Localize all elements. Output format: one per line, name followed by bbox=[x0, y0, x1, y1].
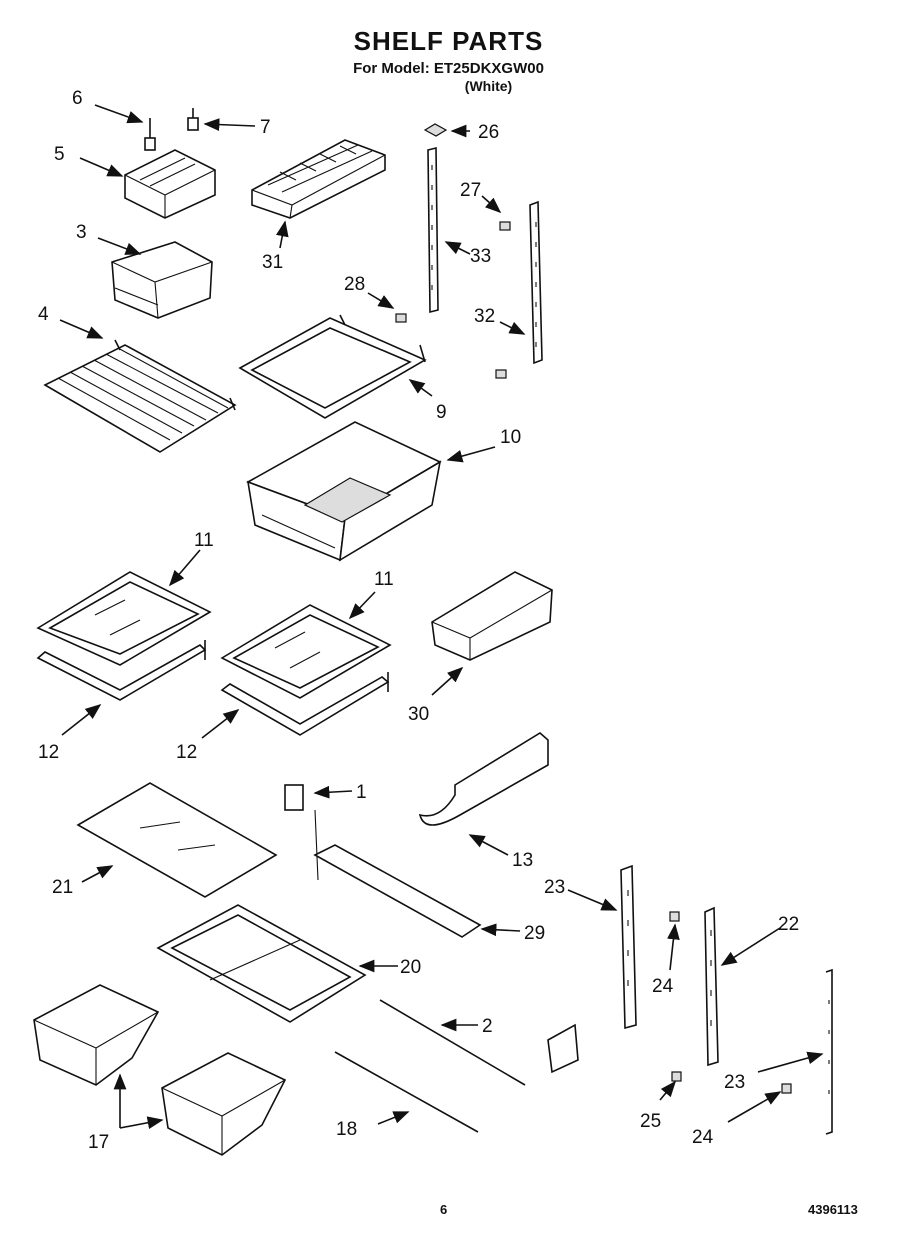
callout-21: 21 bbox=[52, 877, 73, 898]
callout-12-left: 12 bbox=[38, 742, 59, 763]
shelf-rail-part-23-lower bbox=[825, 968, 833, 1135]
callout-30: 30 bbox=[408, 704, 429, 725]
callout-17: 17 bbox=[88, 1132, 109, 1153]
callout-28: 28 bbox=[344, 274, 365, 295]
callout-24-upper: 24 bbox=[652, 976, 674, 997]
slide-rod-part-2 bbox=[379, 999, 526, 1086]
callout-6: 6 bbox=[72, 88, 83, 109]
callout-13: 13 bbox=[512, 850, 533, 871]
screw-part-7 bbox=[187, 108, 199, 131]
callout-24-lower: 24 bbox=[692, 1127, 714, 1148]
callout-4: 4 bbox=[38, 304, 49, 325]
callout-9: 10 bbox=[500, 427, 521, 448]
callout-31: 31 bbox=[262, 252, 283, 273]
callout-10: 9 bbox=[436, 402, 447, 423]
wire-shelf-part-4 bbox=[43, 339, 237, 453]
callout-18: 18 bbox=[336, 1119, 357, 1140]
cap-part-26 bbox=[423, 123, 448, 137]
crisper-drawer-part-9 bbox=[246, 421, 442, 562]
page-number: 6 bbox=[440, 1202, 448, 1217]
ice-tray-part-31 bbox=[251, 139, 386, 219]
screw-part-24-upper bbox=[669, 911, 680, 922]
callout-3: 3 bbox=[76, 222, 87, 243]
callout-27: 27 bbox=[460, 180, 481, 201]
deflector-part-13 bbox=[418, 732, 549, 826]
callout-20: 20 bbox=[400, 957, 421, 978]
door-bin-part-30 bbox=[431, 571, 553, 661]
screw-part-32-lower bbox=[495, 369, 507, 379]
shelf-rail-part-32 bbox=[529, 200, 543, 365]
screw-part-25 bbox=[671, 1071, 682, 1082]
screw-part-24-lower bbox=[781, 1083, 792, 1094]
color-line: (White) bbox=[464, 78, 513, 94]
page-title: SHELF PARTS bbox=[353, 26, 544, 56]
callout-11-right: 11 bbox=[374, 569, 394, 590]
shelf-rail-part-23-upper bbox=[620, 864, 637, 1030]
glass-shelf-part-11-left bbox=[36, 571, 212, 666]
callout-2: 2 bbox=[482, 1016, 493, 1037]
slide-rod-part-18 bbox=[334, 1051, 479, 1133]
callout-5: 5 bbox=[54, 144, 65, 165]
callout-12-right: 12 bbox=[176, 742, 197, 763]
shelf-frame-part-12-right bbox=[220, 672, 390, 736]
callout-23-lower: 23 bbox=[724, 1072, 745, 1093]
callout-7: 7 bbox=[260, 117, 271, 138]
cover-part-29 bbox=[313, 844, 482, 938]
callout-1: 1 bbox=[356, 782, 367, 803]
screw-part-27 bbox=[499, 221, 511, 231]
callout-22: 22 bbox=[778, 914, 799, 935]
snack-pan-frame-part-20 bbox=[156, 904, 367, 1023]
callout-arrows bbox=[59, 104, 824, 1129]
snack-pan-part-17-left bbox=[33, 984, 160, 1086]
glass-panel-part-21 bbox=[76, 782, 278, 898]
callout-29: 29 bbox=[524, 923, 545, 944]
shelf-rail-part-33 bbox=[427, 146, 439, 314]
part-number: 4396113 bbox=[808, 1202, 858, 1217]
callout-32: 32 bbox=[474, 306, 495, 327]
callout-33: 33 bbox=[470, 246, 491, 267]
small-bin-part-3 bbox=[111, 241, 213, 319]
slide-bracket bbox=[547, 1023, 579, 1074]
shelf-frame-part-10 bbox=[238, 314, 427, 419]
screw-part-6 bbox=[144, 118, 156, 151]
callout-23-upper: 23 bbox=[544, 877, 565, 898]
ice-bracket-part-5 bbox=[124, 149, 216, 219]
callout-11-left: 11 bbox=[194, 530, 214, 551]
callout-25: 25 bbox=[640, 1111, 661, 1132]
clip-part-1 bbox=[284, 784, 319, 881]
glass-shelf-part-11-right bbox=[220, 604, 392, 699]
shelf-rail-part-22 bbox=[704, 906, 719, 1067]
callout-26: 26 bbox=[478, 122, 499, 143]
shelf-frame-part-12-left bbox=[36, 640, 207, 701]
screw-part-28 bbox=[395, 313, 407, 323]
model-line: For Model: ET25DKXGW00 bbox=[353, 60, 544, 77]
snack-pan-part-17-right bbox=[161, 1052, 287, 1156]
